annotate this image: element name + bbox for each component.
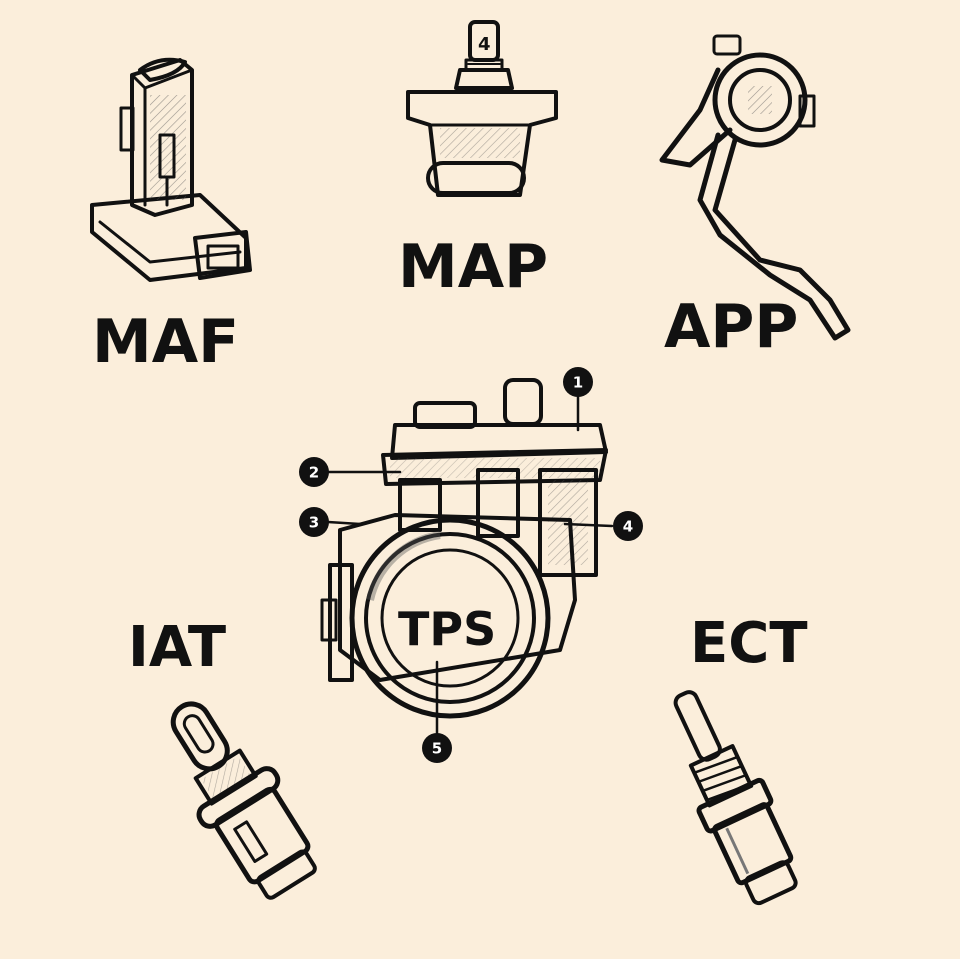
callout-3-number: 3 (309, 514, 319, 532)
map-label: MAP (398, 232, 548, 302)
ect-label: ECT (690, 611, 808, 676)
throttle-body-drawing (320, 378, 608, 719)
iat-sensor-drawing (170, 701, 317, 900)
callout-leaders (326, 394, 614, 735)
maf-label: MAF (92, 307, 239, 377)
callout-2-number: 2 (309, 464, 319, 482)
callout-4: 4 (613, 511, 643, 541)
map-nozzle-mark: 4 (478, 34, 491, 55)
maf-sensor-drawing (90, 57, 252, 282)
ect-sensor-drawing (673, 690, 798, 906)
callout-4-number: 4 (623, 518, 633, 536)
callout-1: 1 (563, 367, 593, 397)
callout-1-number: 1 (573, 374, 583, 392)
map-sensor-drawing: 4 (406, 20, 558, 197)
callout-3: 3 (299, 507, 329, 537)
iat-label: IAT (128, 615, 226, 680)
tps-label: TPS (398, 602, 496, 656)
callout-5: 5 (422, 733, 452, 763)
callout-5-number: 5 (432, 740, 442, 758)
app-pedal-drawing (659, 34, 851, 341)
callout-2: 2 (299, 457, 329, 487)
app-label: APP (664, 292, 798, 362)
